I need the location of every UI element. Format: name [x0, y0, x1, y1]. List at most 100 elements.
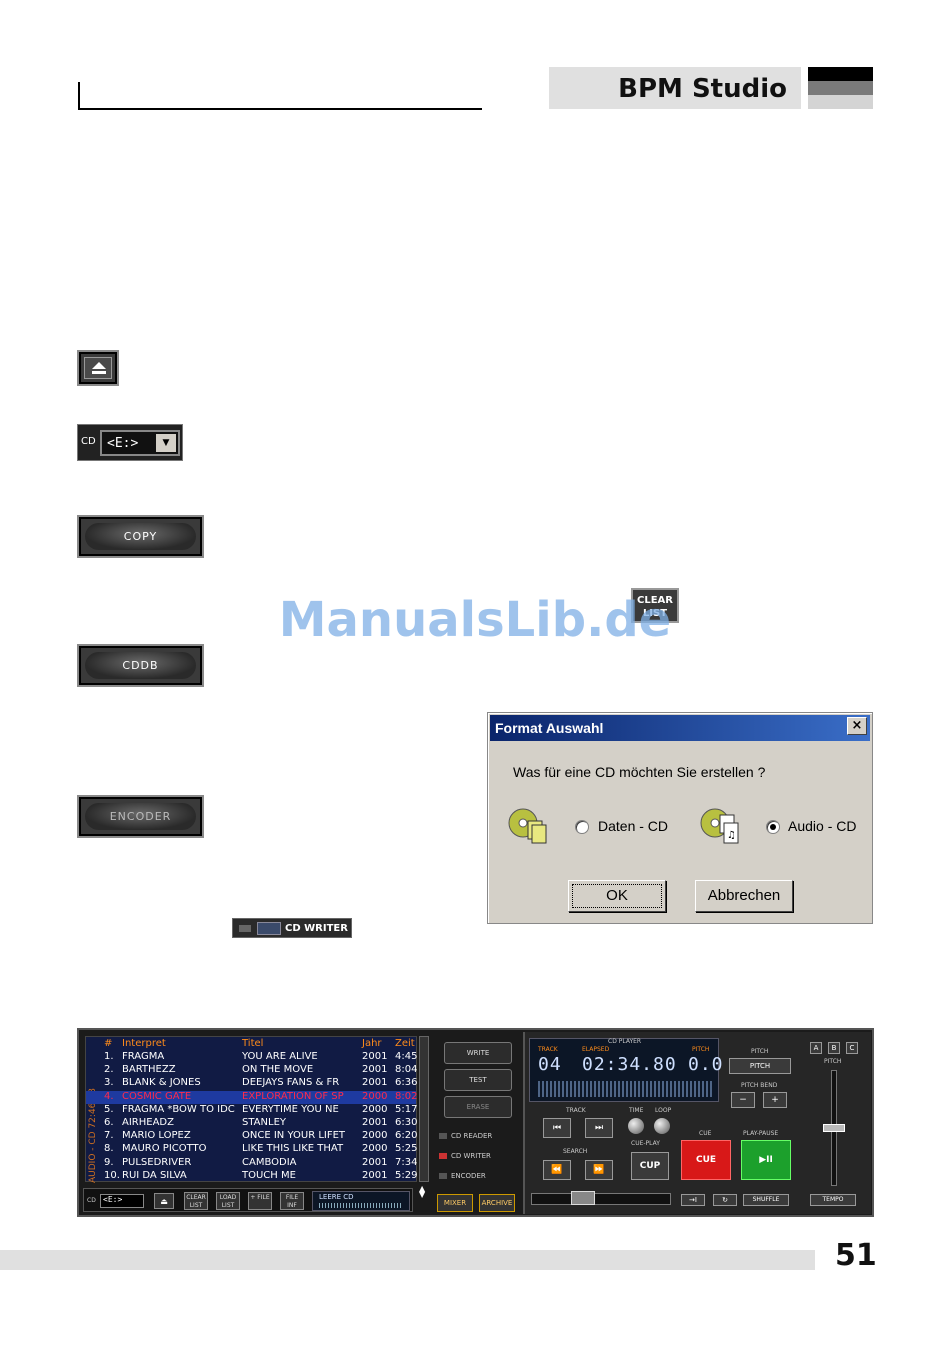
encoder-button[interactable]: ENCODER [77, 795, 204, 838]
cell-year: 2001 [362, 1117, 388, 1128]
audio-cd-icon: ♫ [700, 808, 739, 844]
cell-year: 2001 [362, 1169, 388, 1181]
cell-time: 8:02 [395, 1090, 418, 1102]
cd-writer-small-toggle[interactable]: CD WRITER [439, 1150, 491, 1162]
cell-time: 6:30 [395, 1117, 418, 1128]
time-knob[interactable] [628, 1118, 644, 1134]
write-button[interactable]: WRITE [444, 1042, 512, 1064]
cell-year: 2000 [362, 1143, 388, 1155]
tempo-button[interactable]: TEMPO [810, 1194, 856, 1206]
cell-n: 9. [104, 1156, 114, 1168]
cell-n: 2. [104, 1064, 114, 1076]
archive-button[interactable]: ARCHIVE [479, 1194, 515, 1212]
deck-b-button[interactable]: B [828, 1042, 840, 1054]
cell-artist: BARTHEZZ [122, 1064, 176, 1076]
mixer-button[interactable]: MIXER [437, 1194, 473, 1212]
close-icon[interactable]: × [847, 717, 867, 735]
level-meter [538, 1081, 712, 1097]
eject-small-icon[interactable]: ⏏ [154, 1193, 174, 1209]
cell-title: LIKE THIS LIKE THAT [242, 1143, 344, 1155]
loop-icon[interactable]: ↻ [713, 1194, 737, 1206]
elapsed-readout: 02:34.80 [582, 1054, 677, 1075]
pitch-up-button[interactable]: + [763, 1092, 787, 1108]
radio-audio-cd[interactable] [766, 820, 780, 834]
eject-button[interactable] [77, 350, 119, 386]
cell-time: 6:20 [395, 1130, 418, 1142]
pitch-button[interactable]: PITCH [729, 1058, 791, 1074]
cd-writer-toggle[interactable]: CD WRITER [232, 918, 352, 938]
position-slider[interactable] [531, 1193, 671, 1205]
cell-n: 10. [104, 1169, 120, 1181]
cell-title: DEEJAYS FANS & FR [242, 1077, 340, 1089]
ok-button[interactable]: OK [568, 880, 666, 912]
clear-list-small-button[interactable]: CLEAR LIST [184, 1192, 208, 1210]
skip-icon[interactable]: →I [681, 1194, 705, 1206]
deck-a-button[interactable]: A [810, 1042, 822, 1054]
fast-forward-icon[interactable]: ⏩ [585, 1160, 613, 1180]
table-row[interactable]: 3. BLANK & JONES DEEJAYS FANS & FR 2001 6:36 [86, 1077, 418, 1090]
chevron-down-icon[interactable]: ▼ [156, 434, 176, 452]
cell-artist: BLANK & JONES [122, 1077, 201, 1089]
cell-year: 2001 [362, 1064, 388, 1076]
shuffle-button[interactable]: SHUFFLE [743, 1194, 789, 1206]
playlist-scrollbar[interactable] [419, 1036, 429, 1182]
pitch-down-button[interactable]: − [731, 1092, 755, 1108]
clear-list-button[interactable]: CLEAR LIST [631, 588, 679, 623]
drive-value: <E:> [107, 436, 139, 451]
position-slider-handle[interactable] [571, 1191, 595, 1205]
cell-time: 6:36 [395, 1077, 418, 1089]
rewind-icon[interactable]: ⏪ [543, 1160, 571, 1180]
prev-track-icon[interactable]: ⏮ [543, 1118, 571, 1138]
option-data-cd: Daten - CD [598, 818, 669, 834]
cell-artist: MAURO PICOTTO [122, 1143, 207, 1155]
pitch-slider-handle[interactable] [823, 1124, 845, 1132]
play-pause-button[interactable]: ▶II [741, 1140, 791, 1180]
copy-button[interactable]: COPY [77, 515, 204, 558]
cell-time: 4:45 [395, 1051, 418, 1062]
drive-select[interactable]: CD <E:> ▼ [77, 424, 183, 461]
cell-n: 1. [104, 1051, 114, 1062]
cell-year: 2000 [362, 1130, 388, 1142]
playlist-toolbar: CD <E:> ⏏ CLEAR LIST LOAD LIST + FILE FI… [83, 1188, 413, 1212]
cell-year: 2001 [362, 1051, 388, 1062]
cell-title: YOU ARE ALIVE [242, 1051, 318, 1062]
drive-select-small[interactable]: <E:> [100, 1194, 144, 1208]
erase-button[interactable]: ERASE [444, 1096, 512, 1118]
cell-year: 2001 [362, 1156, 388, 1168]
cell-year: 2001 [362, 1077, 388, 1089]
cell-artist: COSMIC GATE [122, 1090, 192, 1102]
deck-c-button[interactable]: C [846, 1042, 858, 1054]
cddb-button[interactable]: CDDB [77, 644, 204, 687]
cue-button[interactable]: CUE [681, 1140, 731, 1180]
watermark: ManualsLib.de [278, 592, 672, 648]
cup-button[interactable]: CUP [631, 1152, 669, 1180]
playlist: AUDIO - CD 72:46:38 # Interpret Titel Ja… [85, 1036, 418, 1183]
encoder-toggle[interactable]: ENCODER [439, 1170, 486, 1182]
cell-time: 5:29 [395, 1169, 418, 1181]
eject-icon [92, 362, 106, 374]
cancel-button[interactable]: Abbrechen [695, 880, 793, 912]
test-button[interactable]: TEST [444, 1069, 512, 1091]
loop-knob[interactable] [654, 1118, 670, 1134]
add-file-button[interactable]: + FILE [248, 1192, 272, 1210]
scroll-arrows-icon[interactable]: ▲▼ [419, 1184, 426, 1199]
cd-reader-toggle[interactable]: CD READER [439, 1130, 492, 1142]
file-info-button[interactable]: FILE INF [280, 1192, 304, 1210]
cell-n: 7. [104, 1130, 114, 1142]
next-track-icon[interactable]: ⏭ [585, 1118, 613, 1138]
header-stripes [808, 67, 873, 109]
cell-time: 8:04 [395, 1064, 418, 1076]
cell-n: 3. [104, 1077, 114, 1089]
load-list-button[interactable]: LOAD LIST [216, 1192, 240, 1210]
radio-data-cd[interactable] [575, 820, 589, 834]
